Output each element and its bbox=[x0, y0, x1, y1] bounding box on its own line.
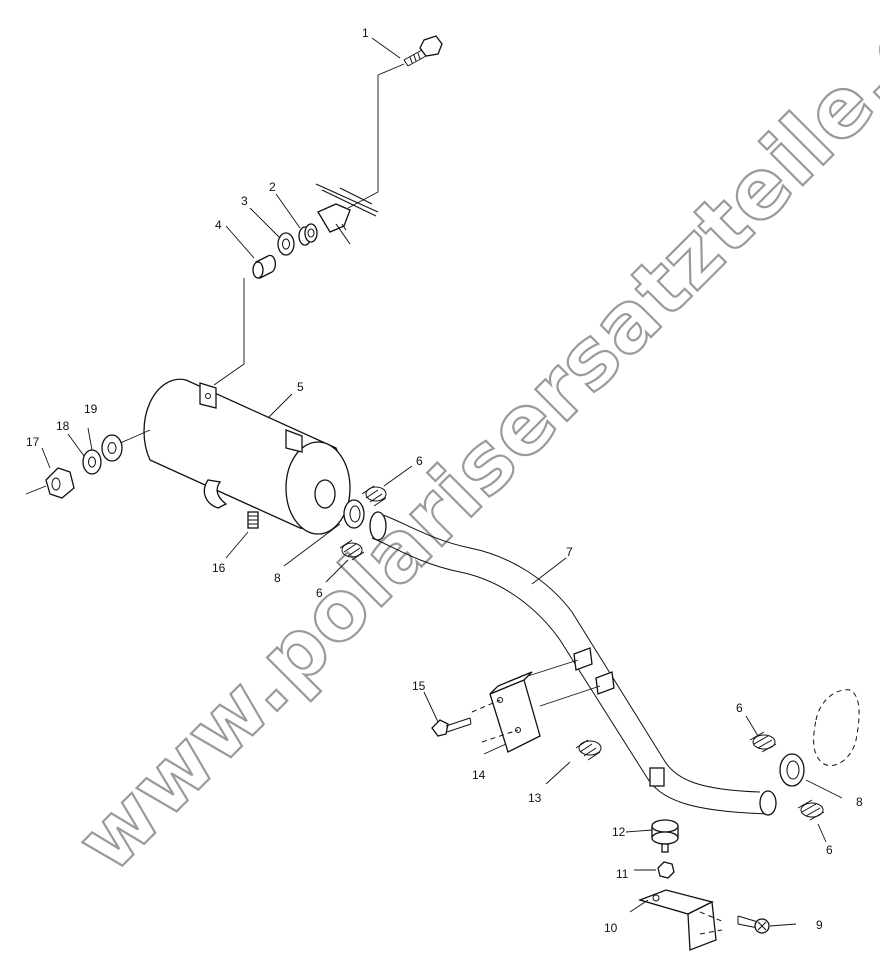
part-19-washer bbox=[101, 434, 123, 462]
engine-exhaust-port-outline bbox=[813, 689, 860, 766]
part-6-spring-right-upper bbox=[749, 731, 777, 753]
callout-8a: 8 bbox=[274, 571, 281, 585]
callout-14: 14 bbox=[472, 768, 486, 782]
part-8-gasket-upper bbox=[343, 499, 365, 529]
callout-4: 4 bbox=[215, 218, 222, 232]
part-6-spring-lower bbox=[339, 539, 365, 561]
callout-19: 19 bbox=[84, 402, 98, 416]
callout-6a: 6 bbox=[416, 454, 423, 468]
part-9-bolt bbox=[737, 915, 770, 934]
part-8-gasket-right bbox=[779, 753, 805, 787]
callout-8b: 8 bbox=[856, 795, 863, 809]
part-17-nut bbox=[45, 467, 75, 499]
callout-5: 5 bbox=[297, 380, 304, 394]
part-6-spring-right-lower bbox=[797, 799, 825, 821]
part-16-bolt bbox=[247, 511, 259, 529]
callout-6b: 6 bbox=[316, 586, 323, 600]
part-13-spring bbox=[575, 739, 602, 761]
callout-1: 1 bbox=[362, 26, 369, 40]
callout-6d: 6 bbox=[826, 843, 833, 857]
callout-3: 3 bbox=[241, 194, 248, 208]
callout-9: 9 bbox=[816, 918, 823, 932]
callout-16: 16 bbox=[212, 561, 226, 575]
part-18-washer bbox=[82, 449, 102, 475]
part-4-bushing bbox=[252, 254, 276, 279]
callout-15: 15 bbox=[412, 679, 426, 693]
callout-12: 12 bbox=[612, 825, 626, 839]
part-2-grommet bbox=[298, 223, 318, 246]
part-5-muffler bbox=[143, 378, 351, 535]
part-14-bracket bbox=[489, 671, 541, 753]
callout-6c: 6 bbox=[736, 701, 743, 715]
leader-lines bbox=[41, 37, 843, 927]
part-6-spring-upper bbox=[361, 485, 387, 507]
part-11-nut bbox=[657, 861, 675, 879]
callout-11: 11 bbox=[616, 867, 629, 881]
callout-13: 13 bbox=[528, 791, 542, 805]
callout-17: 17 bbox=[26, 435, 40, 449]
callout-7: 7 bbox=[566, 545, 573, 559]
part-3-washer bbox=[277, 232, 295, 256]
part-15-bolt bbox=[431, 717, 472, 737]
part-7-exhaust-pipe bbox=[369, 511, 777, 816]
callout-18: 18 bbox=[56, 419, 70, 433]
callout-10: 10 bbox=[604, 921, 618, 935]
callout-2: 2 bbox=[269, 180, 276, 194]
part-12-rubber-mount bbox=[651, 819, 679, 853]
part-1-bolt bbox=[403, 35, 443, 67]
frame-bracket bbox=[315, 183, 379, 245]
part-10-bracket bbox=[637, 889, 717, 951]
